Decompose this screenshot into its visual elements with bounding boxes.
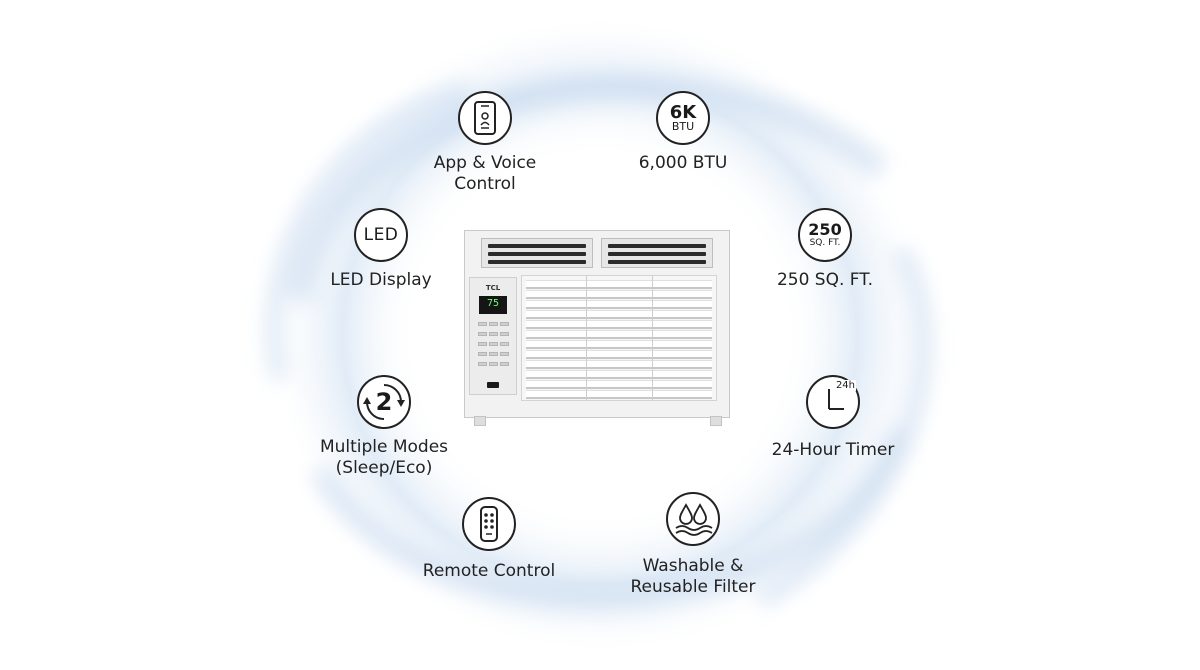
cycle-arrows-icon: [363, 384, 405, 420]
ac-body: TCL 75: [464, 230, 730, 418]
led-icon: LED: [354, 208, 408, 262]
feature-multiple-modes: 2 Multiple Modes (Sleep/Eco): [264, 375, 504, 479]
feature-label: 250 SQ. FT.: [776, 270, 874, 290]
smartphone-icon: [474, 101, 496, 135]
modes-icon: 2: [357, 375, 411, 429]
sqft-icon-sub: SQ. FT.: [809, 237, 841, 248]
clock-hands-icon: [828, 389, 844, 410]
led-icon-text: LED: [363, 225, 399, 245]
feature-label: Remote Control: [422, 561, 556, 581]
top-vent-left: [481, 238, 593, 268]
app-voice-icon-badge: [458, 91, 512, 145]
timer-icon-text: 24h: [834, 380, 856, 391]
clock-icon: 24h: [806, 375, 860, 429]
btu-icon-sub: BTU: [671, 119, 695, 133]
feature-timer: 24h 24-Hour Timer: [713, 375, 953, 461]
feature-led-display: LED LED Display: [261, 208, 501, 291]
top-vent-right: [601, 238, 713, 268]
feature-label: LED Display: [330, 270, 432, 290]
feature-washable-filter: Washable & Reusable Filter: [573, 492, 813, 598]
temperature-display: 75: [479, 296, 507, 314]
brand-logo: TCL: [485, 284, 501, 292]
feature-label: 6,000 BTU: [638, 153, 728, 173]
power-button: [487, 382, 499, 388]
front-grille: [521, 275, 717, 401]
control-panel: TCL 75: [469, 277, 517, 395]
ac-foot-right: [710, 416, 722, 426]
btu-icon: 6K BTU: [656, 91, 710, 145]
modes-icon-text: 2: [375, 388, 393, 416]
feature-label: 24-Hour Timer: [771, 440, 895, 460]
remote-icon-badge: [462, 497, 516, 551]
feature-coverage: 250 SQ. FT. 250 SQ. FT.: [705, 208, 945, 291]
feature-app-voice-control: App & Voice Control: [365, 91, 605, 195]
water-drops-icon: [675, 503, 713, 536]
remote-control-icon: [480, 506, 498, 542]
btu-icon-main: 6K: [669, 101, 697, 123]
feature-remote-control: Remote Control: [369, 497, 609, 582]
ac-foot-left: [474, 416, 486, 426]
sqft-icon-main: 250: [808, 219, 842, 239]
feature-label: Multiple Modes (Sleep/Eco): [319, 437, 449, 478]
filter-icon-badge: [666, 492, 720, 546]
feature-label: Washable & Reusable Filter: [630, 556, 756, 597]
air-conditioner-image: TCL 75: [464, 230, 730, 430]
feature-btu: 6K BTU 6,000 BTU: [563, 91, 803, 174]
feature-label: App & Voice Control: [433, 153, 537, 194]
square-feet-icon: 250 SQ. FT.: [798, 208, 852, 262]
display-temp: 75: [486, 298, 500, 309]
